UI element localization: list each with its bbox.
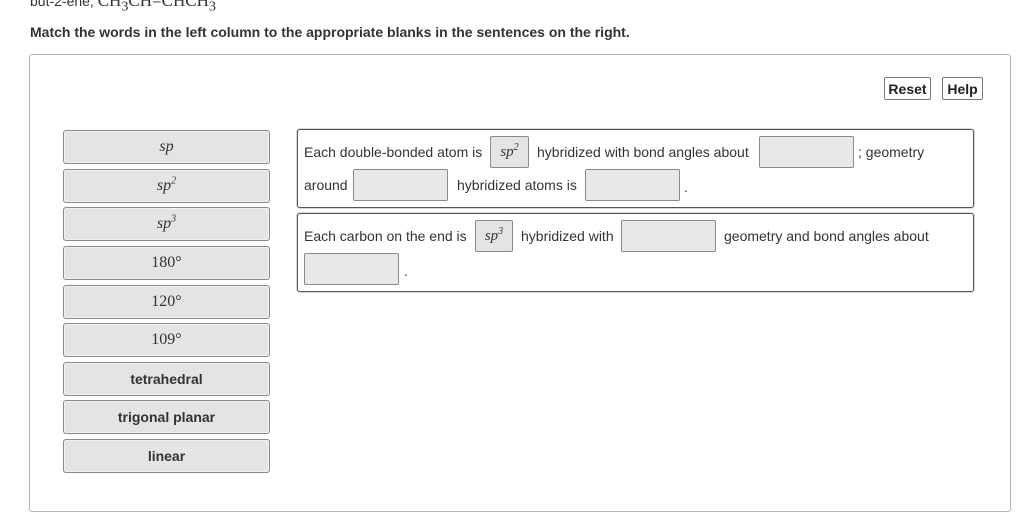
word-tile-trigonal-planar[interactable]: trigonal planar bbox=[63, 400, 270, 434]
question-header: but-2-ene, CH3CH=CHCH3 bbox=[30, 0, 216, 15]
sentence2-text-2: hybridized with bbox=[521, 228, 614, 244]
reset-button[interactable]: Reset bbox=[884, 77, 931, 100]
compound-formula: CH3CH=CHCH3 bbox=[97, 0, 216, 15]
word-tile-linear[interactable]: linear bbox=[63, 439, 270, 473]
word-label: 120° bbox=[151, 293, 182, 310]
word-label: 109° bbox=[151, 331, 182, 348]
word-label: linear bbox=[147, 448, 186, 464]
sentence2-text-1: Each carbon on the end is bbox=[304, 228, 467, 244]
sentence1-text-5: hybridized atoms is bbox=[457, 177, 577, 193]
word-tile-109[interactable]: 109° bbox=[63, 323, 270, 357]
blank-s1-hybridization-filled[interactable]: sp2 bbox=[490, 136, 529, 168]
sentence1-text-4: around bbox=[304, 177, 348, 193]
sentence2-text-3: geometry and bond angles about bbox=[724, 228, 929, 244]
word-label: trigonal planar bbox=[117, 409, 216, 425]
word-tile-180[interactable]: 180° bbox=[63, 246, 270, 280]
word-label: sp2 bbox=[156, 175, 177, 194]
word-label: tetrahedral bbox=[130, 371, 203, 387]
blank-s2-hybridization-filled[interactable]: sp3 bbox=[475, 220, 513, 252]
word-label: 180° bbox=[151, 254, 182, 271]
sentence1-text-2: hybridized with bond angles about bbox=[537, 144, 749, 160]
filled-word: sp2 bbox=[500, 141, 519, 160]
word-tile-sp3[interactable]: sp3 bbox=[63, 207, 270, 241]
compound-name: but-2-ene, bbox=[30, 0, 94, 9]
blank-s2-geometry[interactable] bbox=[621, 220, 716, 252]
blank-s1-geometry-2[interactable] bbox=[585, 169, 680, 201]
help-button[interactable]: Help bbox=[942, 77, 983, 100]
blank-s1-geometry[interactable] bbox=[353, 169, 448, 201]
filled-word: sp3 bbox=[484, 225, 504, 244]
sentence2-period: . bbox=[404, 263, 408, 279]
sentence1-period: . bbox=[684, 179, 688, 195]
sentence1-text-3: ; geometry bbox=[858, 144, 925, 160]
word-tile-sp2[interactable]: sp2 bbox=[63, 169, 270, 203]
word-tile-sp[interactable]: sp bbox=[63, 130, 270, 164]
sentence1-text-1: Each double-bonded atom is bbox=[304, 144, 483, 160]
word-tile-tetrahedral[interactable]: tetrahedral bbox=[63, 362, 270, 396]
instruction-text: Match the words in the left column to th… bbox=[30, 24, 630, 40]
blank-s1-bond-angle[interactable] bbox=[759, 136, 854, 168]
word-tile-120[interactable]: 120° bbox=[63, 285, 270, 319]
blank-s2-bond-angle[interactable] bbox=[304, 253, 399, 285]
word-label: sp3 bbox=[156, 213, 177, 232]
word-label: sp bbox=[159, 138, 174, 155]
